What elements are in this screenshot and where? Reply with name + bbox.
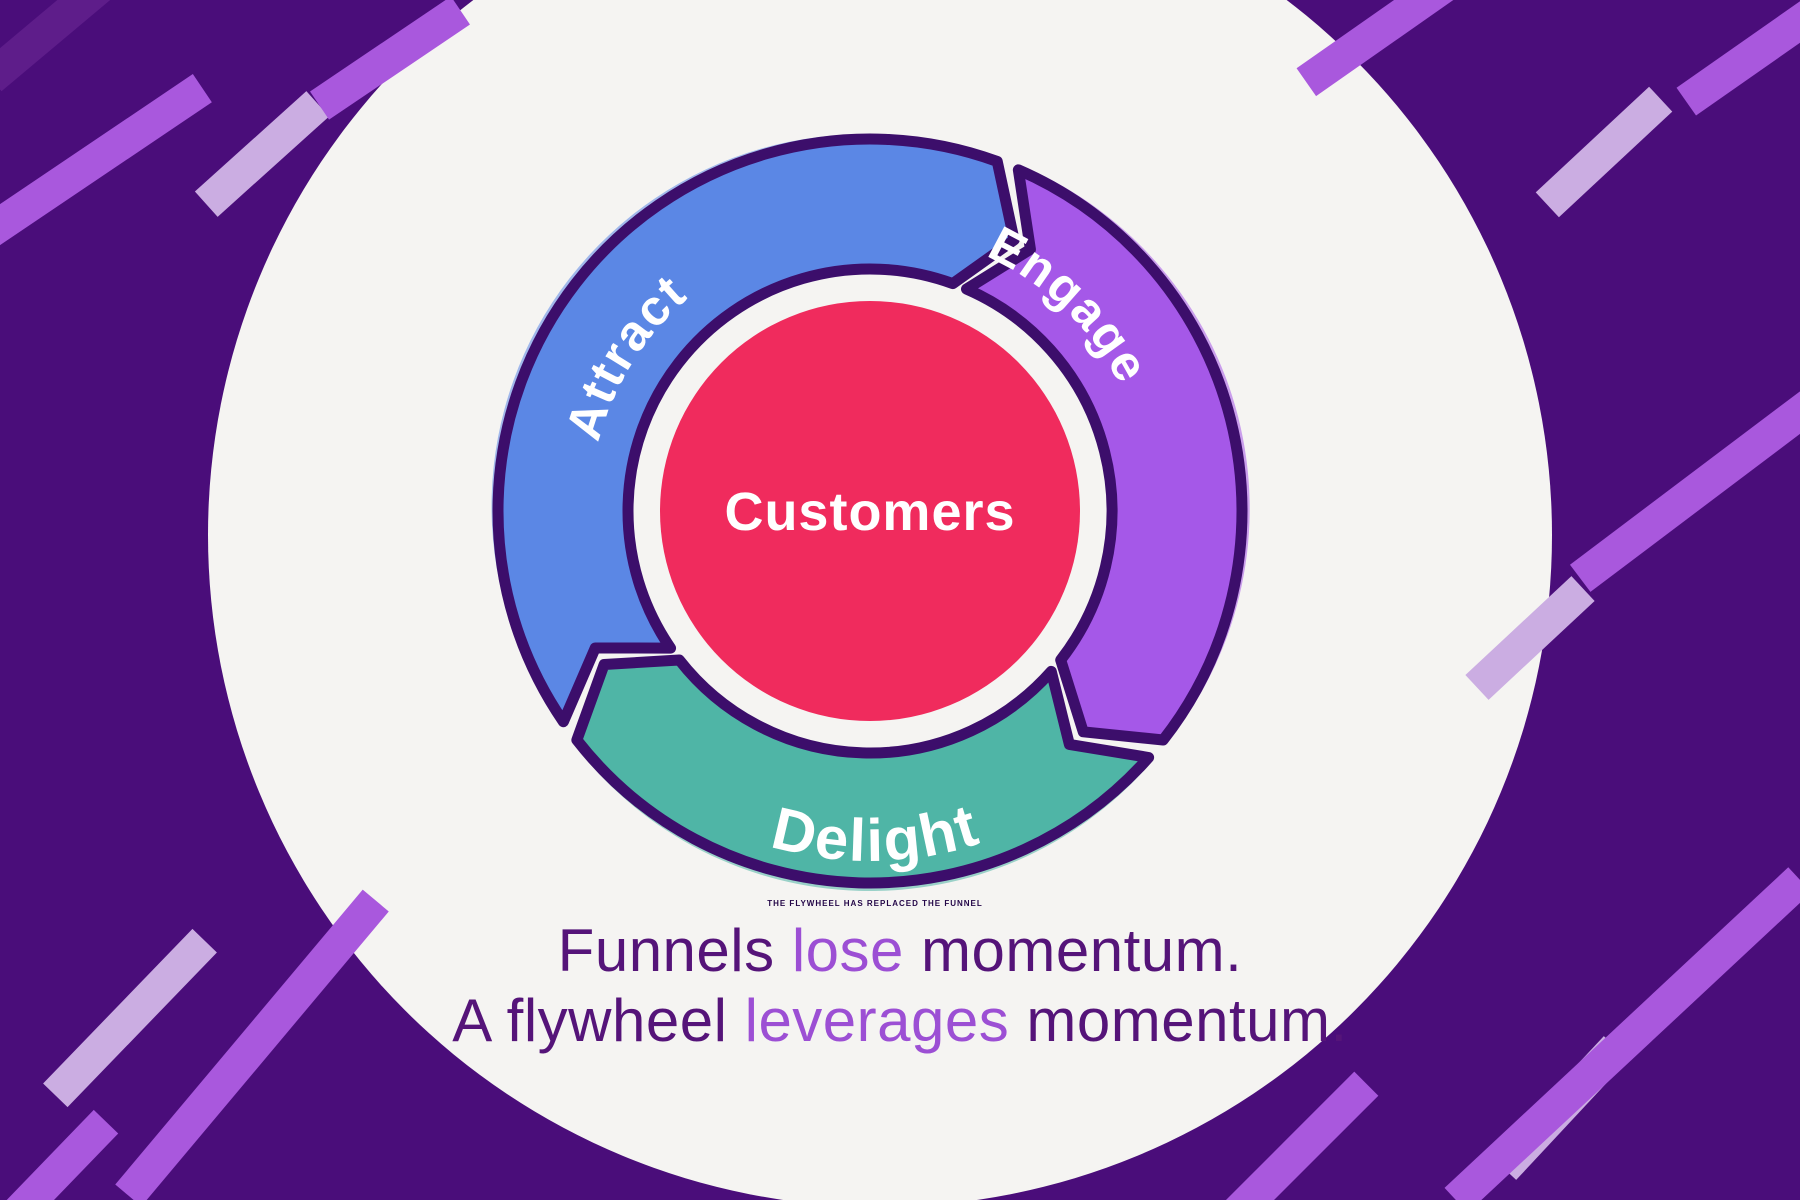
caption-line1-post: momentum. xyxy=(903,917,1243,984)
background-dash xyxy=(0,1109,119,1200)
customers-hub-circle xyxy=(660,301,1080,721)
caption-line-1: Funnels lose momentum. xyxy=(0,916,1800,986)
segment-engage xyxy=(960,164,1248,746)
segment-delight xyxy=(571,654,1155,889)
background-dash xyxy=(0,74,212,270)
segment-attract xyxy=(492,133,1020,728)
background-dash xyxy=(0,0,117,92)
caption-line-2: A flywheel leverages momentum. xyxy=(0,986,1800,1056)
caption: Funnels lose momentum. A flywheel levera… xyxy=(0,916,1800,1056)
caption-line1-pre: Funnels xyxy=(557,917,792,984)
caption-line2-pre: A flywheel xyxy=(452,987,745,1054)
background-dash xyxy=(1676,0,1800,116)
flywheel-watermark: THE FLYWHEEL HAS REPLACED THE FUNNEL xyxy=(767,899,983,908)
caption-line2-post: momentum. xyxy=(1009,987,1348,1054)
background-dash xyxy=(1569,384,1800,592)
background-dash xyxy=(1535,86,1673,218)
flywheel-center-label: Customers xyxy=(724,482,1015,542)
caption-line2-accent: leverages xyxy=(744,987,1010,1054)
caption-line1-accent: lose xyxy=(791,917,904,984)
